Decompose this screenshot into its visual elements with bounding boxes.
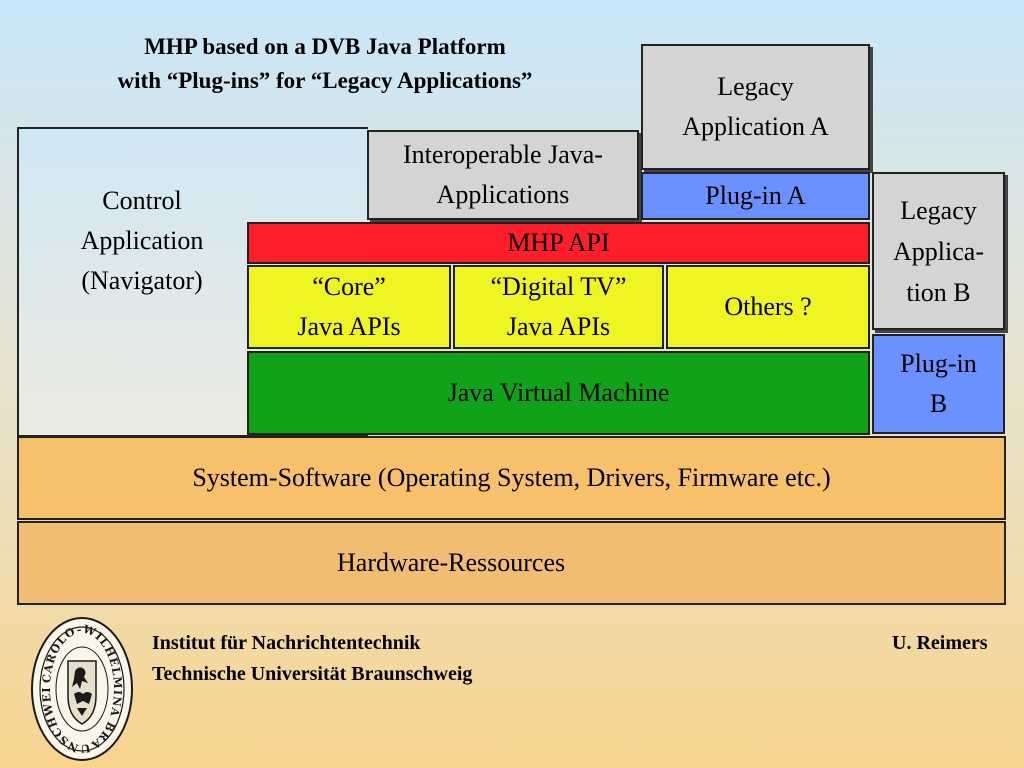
plugin-b-box: Plug-in B xyxy=(872,334,1005,434)
title-line-2: with “Plug-ins” for “Legacy Applications… xyxy=(117,68,533,93)
core-java-apis-box: “Core” Java APIs xyxy=(247,265,451,349)
jvm-label: Java Virtual Machine xyxy=(447,378,670,407)
legacy-b-line-3: tion B xyxy=(906,277,971,307)
interoperable-line-2: Applications xyxy=(436,180,570,209)
legacy-b-line-2: Applica- xyxy=(893,236,984,266)
footer-institute-block: Institut für Nachrichtentechnik Technisc… xyxy=(152,628,472,690)
slide-title: MHP based on a DVB Java Platform with “P… xyxy=(40,30,610,98)
digital-tv-apis-line-1: “Digital TV” xyxy=(490,272,627,301)
control-application-line-1: Control xyxy=(102,186,182,215)
system-software-label: System-Software (Operating System, Drive… xyxy=(192,463,831,492)
legacy-application-a-box: Legacy Application A xyxy=(641,44,870,170)
others-box: Others ? xyxy=(666,265,870,349)
footer-institute: Institut für Nachrichtentechnik xyxy=(152,632,421,654)
footer-author: U. Reimers xyxy=(892,632,988,654)
interoperable-line-1: Interoperable Java- xyxy=(403,140,603,169)
plugin-b-line-1: Plug-in xyxy=(900,349,977,378)
mhp-api-box: MHP API xyxy=(247,222,870,264)
legacy-a-line-2: Application A xyxy=(682,112,829,141)
hardware-resources-box: Hardware-Ressources xyxy=(17,521,1006,605)
core-apis-line-1: “Core” xyxy=(312,272,386,301)
legacy-application-b-box: Legacy Applica- tion B xyxy=(872,172,1005,330)
digital-tv-java-apis-box: “Digital TV” Java APIs xyxy=(453,265,664,349)
system-software-box: System-Software (Operating System, Drive… xyxy=(17,436,1006,520)
legacy-b-line-1: Legacy xyxy=(900,195,977,225)
java-virtual-machine-box: Java Virtual Machine xyxy=(247,351,870,435)
plugin-a-box: Plug-in A xyxy=(641,172,870,220)
hardware-label: Hardware-Ressources xyxy=(337,548,566,577)
university-seal-icon: CAROLO-WILHELMINA BRAUNSCHWEIG xyxy=(25,606,134,762)
footer-university: Technische Universität Braunschweig xyxy=(152,663,473,685)
core-apis-line-2: Java APIs xyxy=(297,312,401,341)
interoperable-java-applications-box: Interoperable Java- Applications xyxy=(367,130,639,220)
digital-tv-apis-line-2: Java APIs xyxy=(506,312,611,341)
plugin-b-line-2: B xyxy=(929,389,948,418)
legacy-a-line-1: Legacy xyxy=(717,72,794,101)
control-application-line-3: (Navigator) xyxy=(81,266,203,295)
mhp-api-label: MHP API xyxy=(507,228,610,257)
plugin-a-label: Plug-in A xyxy=(705,181,806,210)
title-line-1: MHP based on a DVB Java Platform xyxy=(144,34,506,59)
control-application-line-2: Application xyxy=(80,226,204,255)
others-label: Others ? xyxy=(724,292,812,321)
